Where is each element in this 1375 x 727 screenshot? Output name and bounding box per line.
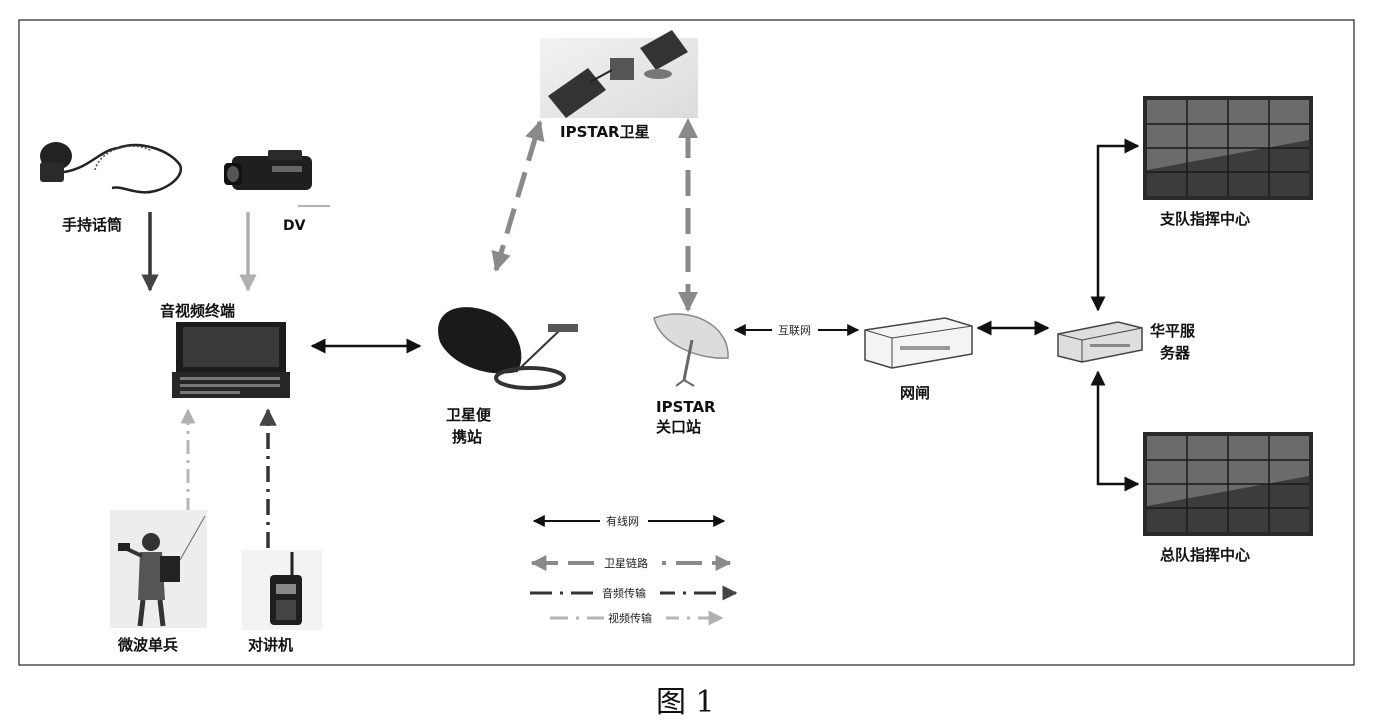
legend-wired-label: 有线网: [606, 514, 639, 528]
av-terminal-icon: [172, 322, 290, 398]
label-handheld-mic: 手持话筒: [62, 216, 122, 234]
handheld-mic-icon: [40, 142, 183, 194]
dv-camera-icon: [224, 150, 312, 190]
legend-audio-label: 音频传输: [602, 586, 646, 600]
label-server-1: 华平服: [1150, 322, 1196, 340]
portable-station-icon: [438, 307, 578, 390]
internet-label-bg: [772, 321, 818, 337]
server-icon: [1057, 321, 1143, 363]
gateway-dish-icon: [653, 313, 729, 387]
label-internet: 互联网: [778, 324, 811, 337]
diagram-frame: [18, 19, 1355, 666]
label-av-terminal: 音视频终端: [160, 302, 235, 320]
label-gatekeeper: 网闸: [900, 384, 930, 402]
label-walkie-talkie: 对讲机: [248, 636, 293, 654]
legend-video-bg: [604, 610, 666, 625]
label-general-center: 总队指挥中心: [1160, 546, 1250, 564]
sat-link-station: [491, 120, 545, 272]
label-detachment-center: 支队指挥中心: [1159, 210, 1250, 228]
gatekeeper-icon: [864, 317, 973, 369]
wired-server-general: [1090, 370, 1140, 492]
wired-server-detachment: [1090, 138, 1140, 312]
legend-video-label: 视频传输: [608, 611, 652, 625]
general-center-screen-icon: [1143, 432, 1313, 536]
legend-wired-bg: [600, 513, 648, 528]
label-portable-station-2: 携站: [452, 428, 482, 446]
label-satellite: IPSTAR卫星: [560, 123, 650, 141]
microwave-soldier-icon: [110, 510, 207, 628]
legend-sat-label: 卫星链路: [604, 556, 648, 570]
legend-sat-bg: [600, 555, 662, 570]
walkie-talkie-icon: [242, 550, 322, 630]
satellite-icon: [540, 30, 698, 118]
label-microwave-soldier: 微波单兵: [117, 636, 178, 654]
label-gateway-2: 关口站: [656, 418, 701, 436]
legend: 有线网 卫星链路 音频传输 视频传输: [530, 513, 738, 626]
legend-audio-bg: [598, 585, 660, 600]
label-dv: DV: [283, 218, 306, 234]
label-server-2: 务器: [1160, 344, 1191, 362]
label-portable-station-1: 卫星便: [446, 406, 492, 424]
figure-caption: 图 1: [656, 685, 715, 720]
label-gateway-1: IPSTAR: [656, 398, 716, 416]
detachment-center-screen-icon: [1143, 96, 1313, 200]
